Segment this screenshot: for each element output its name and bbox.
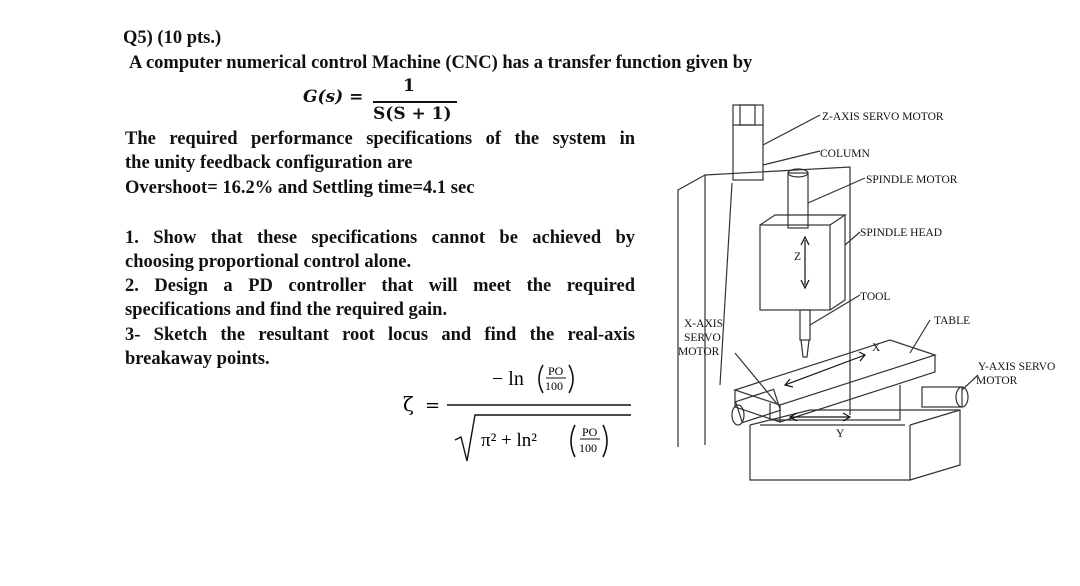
label-spindle-head: SPINDLE HEAD [860, 227, 942, 239]
label-column: COLUMN [820, 148, 871, 160]
task-1-line-1: 1. Show that these specifications cannot… [125, 228, 635, 248]
paren-right-2 [602, 424, 608, 458]
po-label: PO [548, 364, 564, 378]
transfer-function: G(s) = 1 S(S + 1) [303, 76, 463, 128]
hundred-label: 100 [545, 379, 563, 393]
label-axis-y: Y [836, 428, 845, 440]
task-2-line-2: specifications and find the required gai… [125, 300, 448, 320]
x-axis-arrow [784, 354, 866, 386]
tool [800, 339, 810, 358]
task-3-line-2: breakaway points. [125, 349, 270, 369]
label-y-servo-1: Y-AXIS SERVO [978, 361, 1055, 373]
saddle [769, 385, 901, 421]
requirement-line: the unity feedback configuration are [125, 153, 413, 173]
machine-base [749, 425, 911, 481]
paren-right [568, 364, 574, 394]
transfer-function-numerator: 1 [403, 76, 415, 96]
hundred-label-2: 100 [579, 441, 597, 455]
requirement-line: Overshoot= 16.2% and Settling time=4.1 s… [125, 178, 475, 198]
question-heading: Q5) (10 pts.) [123, 28, 222, 48]
label-axis-z: Z [794, 251, 801, 263]
column-left-face [677, 173, 706, 447]
task-1-line-2: choosing proportional control alone. [125, 252, 412, 272]
zeta-symbol: ζ [403, 392, 414, 416]
z-servo-cap [739, 104, 756, 126]
transfer-function-lhs: G(s) = [303, 87, 364, 107]
po-label-2: PO [582, 425, 598, 439]
cnc-machine-diagram: Z-AXIS SERVO MOTOR COLUMN SPINDLE MOTOR … [677, 104, 1055, 481]
minus-ln: − ln [492, 368, 524, 390]
task-3-line-1: 3- Sketch the resultant root locus and f… [125, 325, 635, 345]
label-x-servo-1: X-AXIS [684, 318, 723, 330]
label-table: TABLE [934, 315, 970, 327]
fraction-bar [373, 101, 457, 103]
spindle-shaft [799, 309, 811, 341]
label-tool: TOOL [860, 291, 890, 303]
transfer-function-denominator: S(S + 1) [373, 104, 452, 124]
column-inner-edge [719, 182, 733, 386]
x-servo-motor [734, 388, 782, 424]
label-axis-x: X [872, 342, 881, 354]
label-y-servo-2: MOTOR [976, 375, 1018, 387]
spindle-motor-top [787, 168, 809, 178]
y-servo-motor [921, 386, 963, 408]
label-x-servo-3: MOTOR [678, 346, 720, 358]
equals-sign: = [425, 395, 440, 416]
spindle-head [759, 224, 831, 311]
requirement-line: The required performance specifications … [125, 129, 635, 149]
damping-ratio-formula: ζ = − ln PO 100 π² + ln² PO 100 [403, 364, 631, 462]
y-servo-end [955, 386, 969, 408]
paren-left-2 [570, 424, 576, 458]
question-intro: A computer numerical control Machine (CN… [129, 53, 753, 73]
paren-left [538, 364, 544, 394]
sqrt-sign [454, 414, 631, 462]
pi-squared-ln: π² + ln² [481, 430, 537, 451]
x-servo-end [731, 404, 745, 426]
label-x-servo-2: SERVO [684, 332, 721, 344]
table-top [733, 339, 937, 406]
task-2-line-1: 2. Design a PD controller that will meet… [125, 276, 635, 296]
spindle-motor [787, 172, 809, 229]
label-spindle-motor: SPINDLE MOTOR [866, 174, 958, 186]
z-servo-motor [732, 104, 764, 181]
column-top-edge [704, 166, 851, 415]
label-z-servo: Z-AXIS SERVO MOTOR [822, 111, 944, 123]
